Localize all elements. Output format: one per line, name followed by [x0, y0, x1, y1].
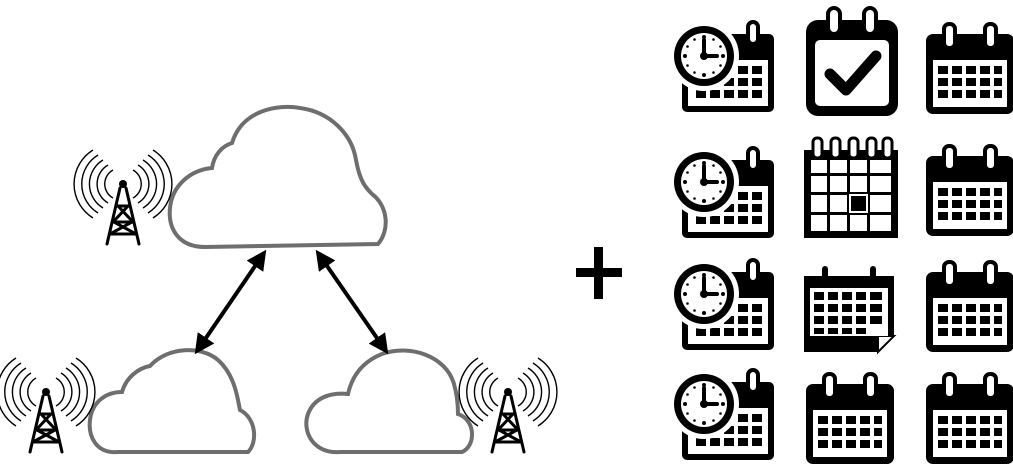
calendar-icon-grid — [669, 8, 1013, 466]
bottom-right-cloud — [304, 348, 474, 455]
calendar-clock-icon — [669, 20, 776, 114]
link-arrow-right — [315, 249, 389, 355]
link-arrow-left — [194, 249, 267, 355]
calendar-icon — [804, 372, 896, 466]
calendar-clock-icon — [669, 258, 776, 352]
calendar-icon — [924, 260, 1013, 354]
top-cloud — [167, 104, 388, 250]
plus-icon — [576, 247, 622, 299]
calendar-check-icon — [806, 8, 898, 116]
radio-tower-icon — [72, 148, 174, 246]
calendar-clock-icon — [669, 368, 776, 462]
calendar-grid-icon — [802, 136, 900, 240]
network-diagram — [0, 104, 559, 455]
radio-tower-icon — [0, 356, 97, 454]
calendar-clock-icon — [669, 146, 776, 240]
calendar-icon — [924, 22, 1013, 116]
bottom-left-cloud — [87, 348, 257, 455]
calendar-page-icon — [803, 265, 895, 353]
calendar-icon — [924, 372, 1013, 466]
calendar-icon — [924, 144, 1013, 238]
